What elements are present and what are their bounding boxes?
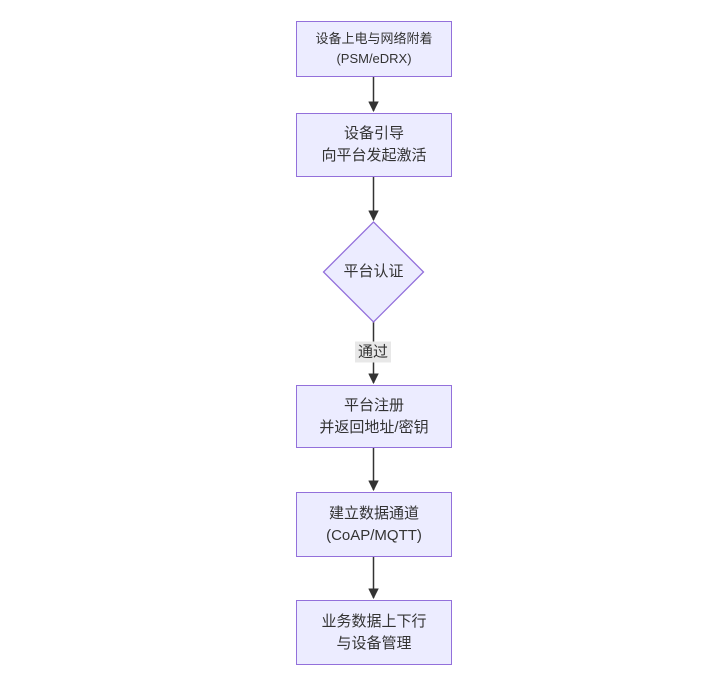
node-power-on-attach: 设备上电与网络附着 (PSM/eDRX) [296, 21, 452, 77]
node-bootstrap-activate: 设备引导 向平台发起激活 [296, 113, 452, 177]
node-label-line: 平台认证 [343, 263, 404, 280]
node-label-line: 设备引导 [343, 125, 404, 142]
node-label-line: 向平台发起激活 [321, 147, 427, 164]
node-platform-auth-label: 平台认证 [323, 258, 424, 286]
node-label-line: 平台注册 [343, 396, 404, 414]
node-platform-register: 平台注册 并返回地址/密钥 [296, 385, 452, 448]
node-label-line: 建立数据通道 [328, 504, 419, 522]
node-label-line: 业务数据上下行 [321, 612, 427, 630]
node-data-channel: 建立数据通道 (CoAP/MQTT) [296, 492, 452, 557]
decision-diamond-shape [322, 221, 425, 323]
node-label-line: 并返回地址/密钥 [319, 418, 429, 436]
node-business-data: 业务数据上下行 与设备管理 [296, 600, 452, 665]
edge-label-pass: 通过 [354, 341, 392, 363]
node-label-line: 与设备管理 [336, 634, 412, 652]
node-label-line: (CoAP/MQTT) [326, 526, 422, 544]
edge-label-text: 通过 [357, 343, 389, 361]
node-label-line: (PSM/eDRX) [336, 51, 412, 66]
node-label-line: 设备上电与网络附着 [315, 31, 433, 46]
